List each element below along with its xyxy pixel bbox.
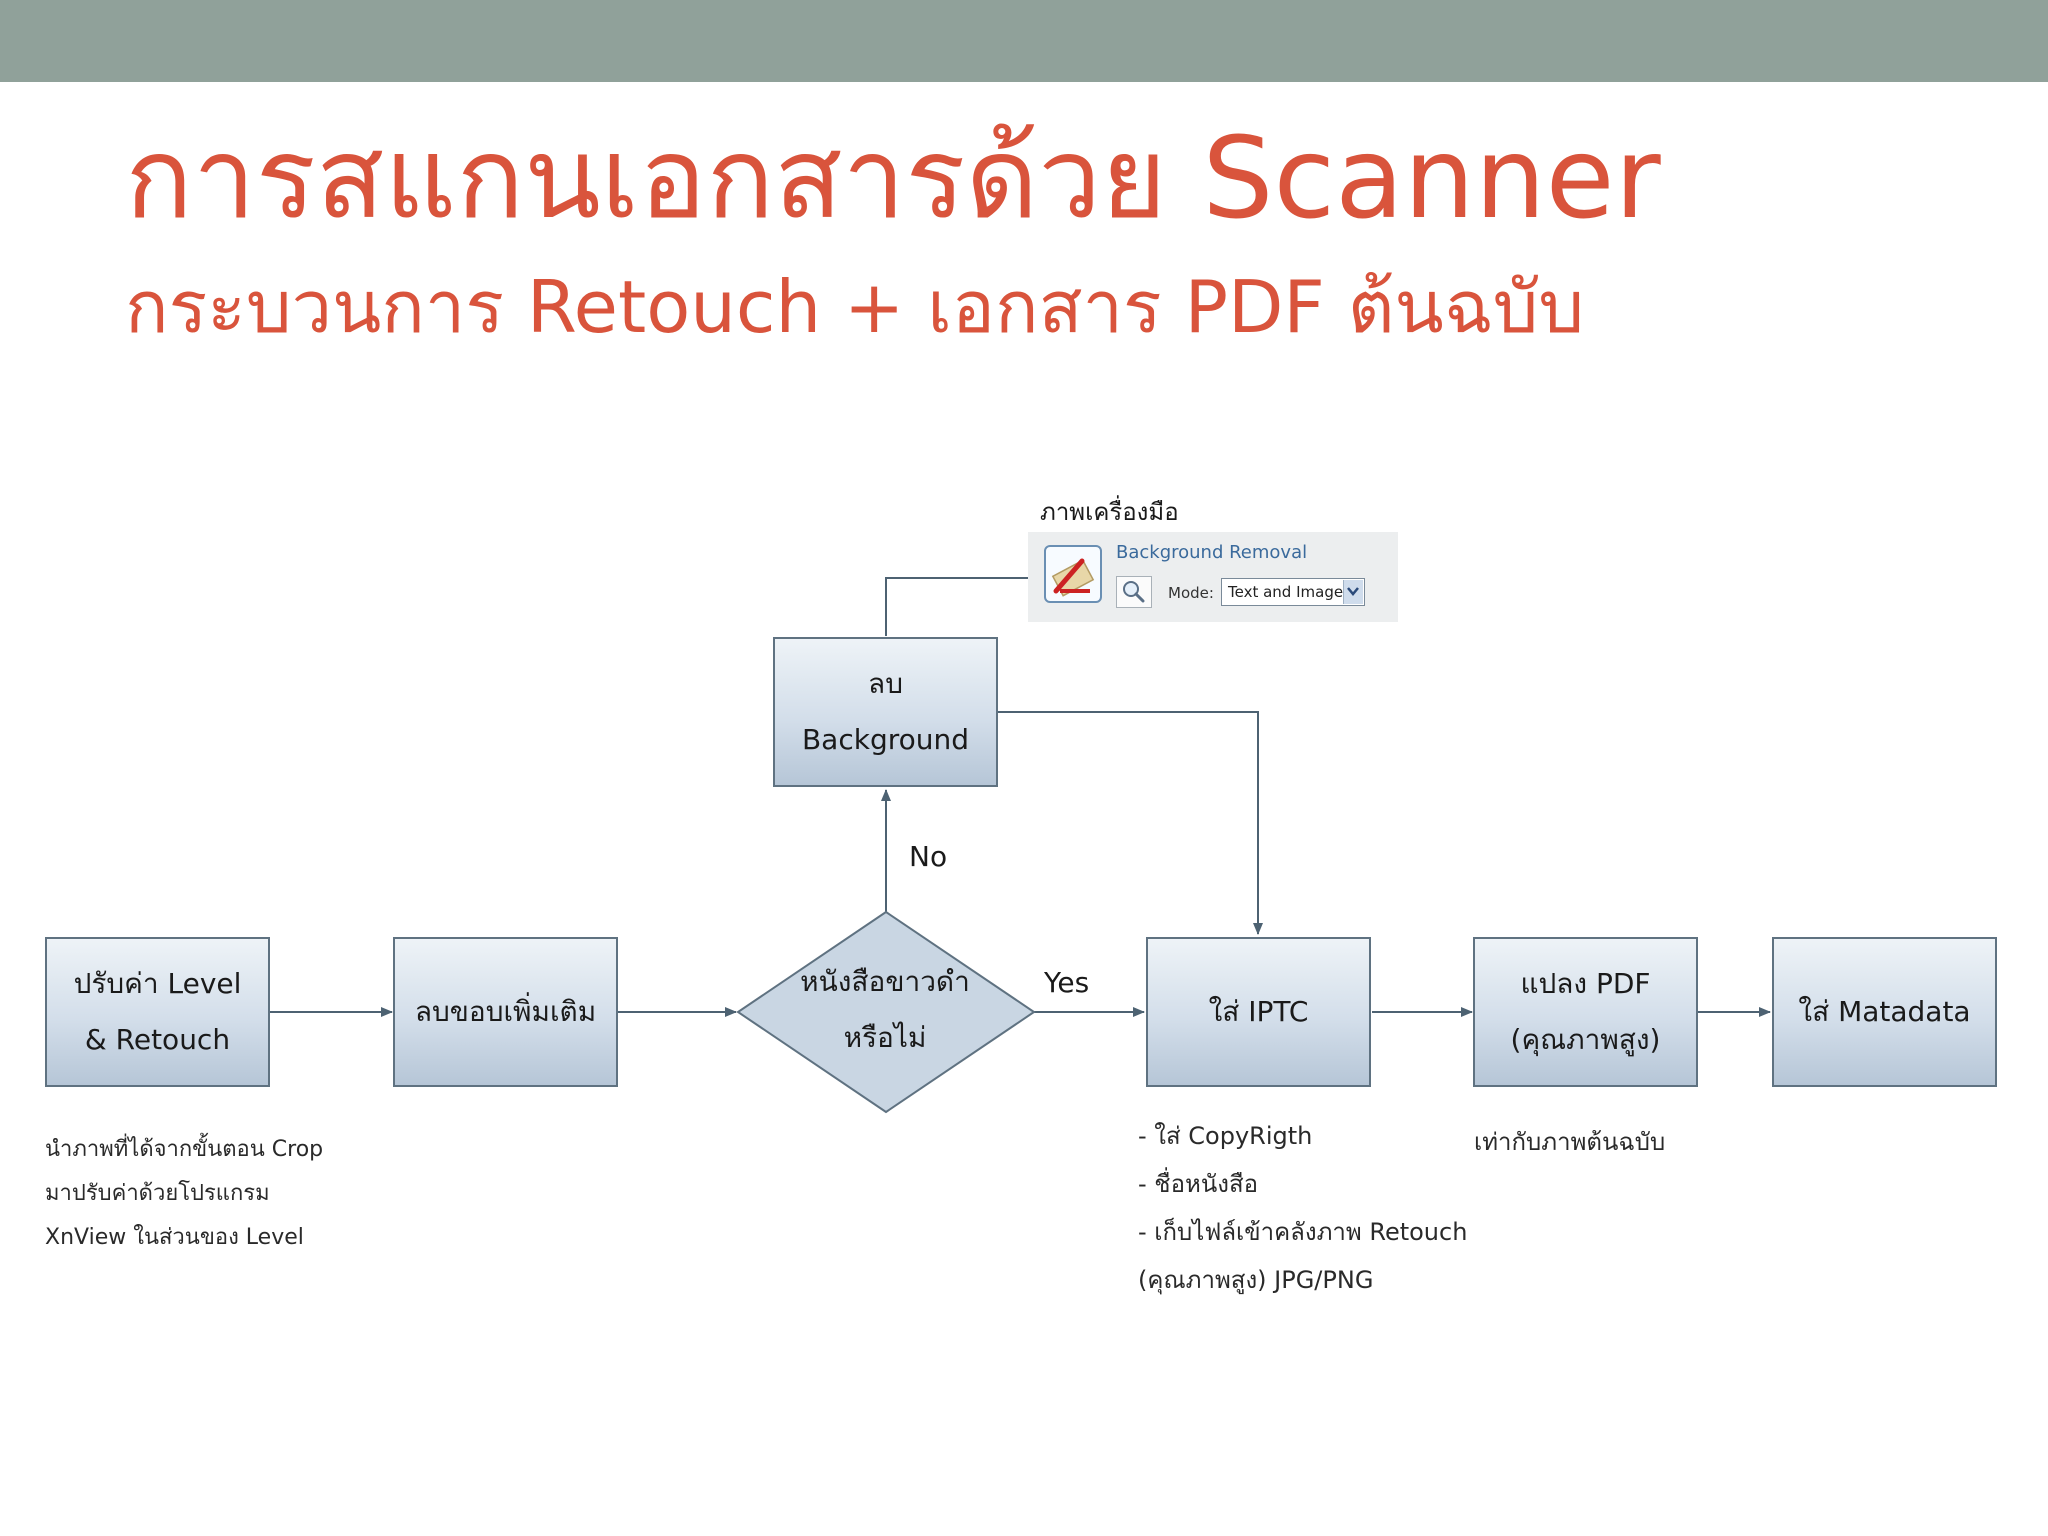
node-label: หนังสือขาวดำ	[800, 965, 970, 998]
node-label: Background	[801, 723, 970, 756]
note-line: - เก็บไฟล์เข้าคลังภาพ Retouch	[1138, 1218, 1468, 1246]
edge-label-yes: Yes	[1044, 966, 1090, 999]
note-line: มาปรับค่าด้วยโปรแกรม	[45, 1181, 270, 1206]
note-line: - ใส่ CopyRigth	[1138, 1122, 1313, 1150]
trim-border-box: ลบขอบเพิ่มเติม	[393, 937, 618, 1087]
node-label: ใส่ Matadata	[1798, 995, 1971, 1028]
node-label: หรือไม่	[843, 1021, 927, 1054]
node-label: ใส่ IPTC	[1208, 995, 1309, 1028]
node-label: (คุณภาพสูง)	[1510, 1023, 1661, 1056]
node-label: ปรับค่า Level	[73, 967, 242, 1000]
top-bar	[0, 0, 2048, 82]
slide-title: การสแกนเอกสารด้วย Scanner	[125, 114, 1661, 244]
mode-select: Text and Image	[1221, 578, 1365, 606]
note-line: นำภาพที่ได้จากขั้นตอน Crop	[45, 1137, 324, 1162]
eraser-icon	[1044, 545, 1102, 603]
adjust-note: นำภาพที่ได้จากขั้นตอน Crop มาปรับค่าด้วย…	[45, 1128, 323, 1260]
mode-select-value: Text and Image	[1228, 583, 1344, 601]
node-label: ลบขอบเพิ่มเติม	[414, 995, 597, 1028]
node-label: แปลง PDF	[1520, 967, 1651, 1000]
tool-panel-title: Background Removal	[1116, 542, 1308, 563]
edge-label-no: No	[909, 840, 948, 873]
metadata-box: ใส่ Matadata	[1772, 937, 1997, 1087]
chevron-down-icon	[1343, 580, 1363, 604]
magnifier-icon	[1116, 576, 1152, 608]
remove-background-box: ลบ Background	[773, 637, 998, 787]
node-label: & Retouch	[84, 1023, 231, 1056]
tool-caption: ภาพเครื่องมือ	[1040, 498, 1179, 526]
iptc-box: ใส่ IPTC	[1146, 937, 1371, 1087]
decision-diamond	[736, 910, 1036, 1114]
convert-pdf-box: แปลง PDF (คุณภาพสูง)	[1473, 937, 1698, 1087]
note-line: XnView ในส่วนของ Level	[45, 1225, 304, 1250]
tool-screenshot: Background Removal Mode: Text and Image	[1028, 532, 1398, 622]
note-line: เท่ากับภาพต้นฉบับ	[1474, 1128, 1666, 1156]
decision-label: หนังสือขาวดำ หรือไม่	[738, 952, 1032, 1068]
connector-remove-bg-to-iptc	[998, 711, 1263, 935]
iptc-note: - ใส่ CopyRigth - ชื่อหนังสือ - เก็บไฟล์…	[1138, 1112, 1467, 1304]
note-line: (คุณภาพสูง) JPG/PNG	[1138, 1266, 1374, 1294]
mode-label: Mode:	[1168, 584, 1214, 602]
slide-subtitle: กระบวนการ Retouch + เอกสาร PDF ต้นฉบับ	[125, 265, 1585, 349]
pdf-note: เท่ากับภาพต้นฉบับ	[1474, 1118, 1665, 1166]
node-label: ลบ	[868, 667, 903, 700]
connector-remove-bg-to-tool	[885, 577, 1028, 636]
note-line: - ชื่อหนังสือ	[1138, 1170, 1258, 1198]
adjust-level-retouch-box: ปรับค่า Level & Retouch	[45, 937, 270, 1087]
